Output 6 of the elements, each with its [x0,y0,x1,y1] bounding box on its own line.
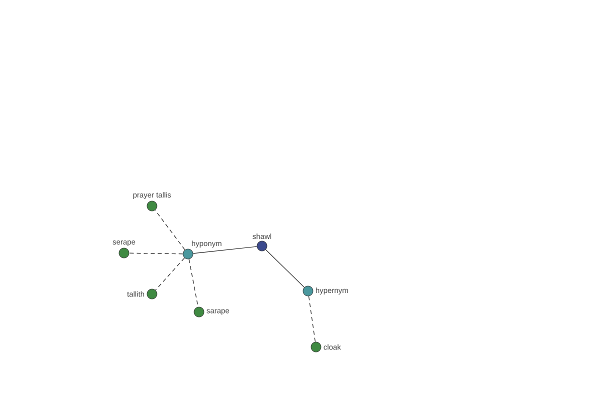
connector-line [155,258,185,290]
connector-line [128,252,184,254]
connector-line [308,296,316,342]
connector-line [192,246,258,254]
connector-line [154,210,186,250]
connector-line [265,249,305,288]
